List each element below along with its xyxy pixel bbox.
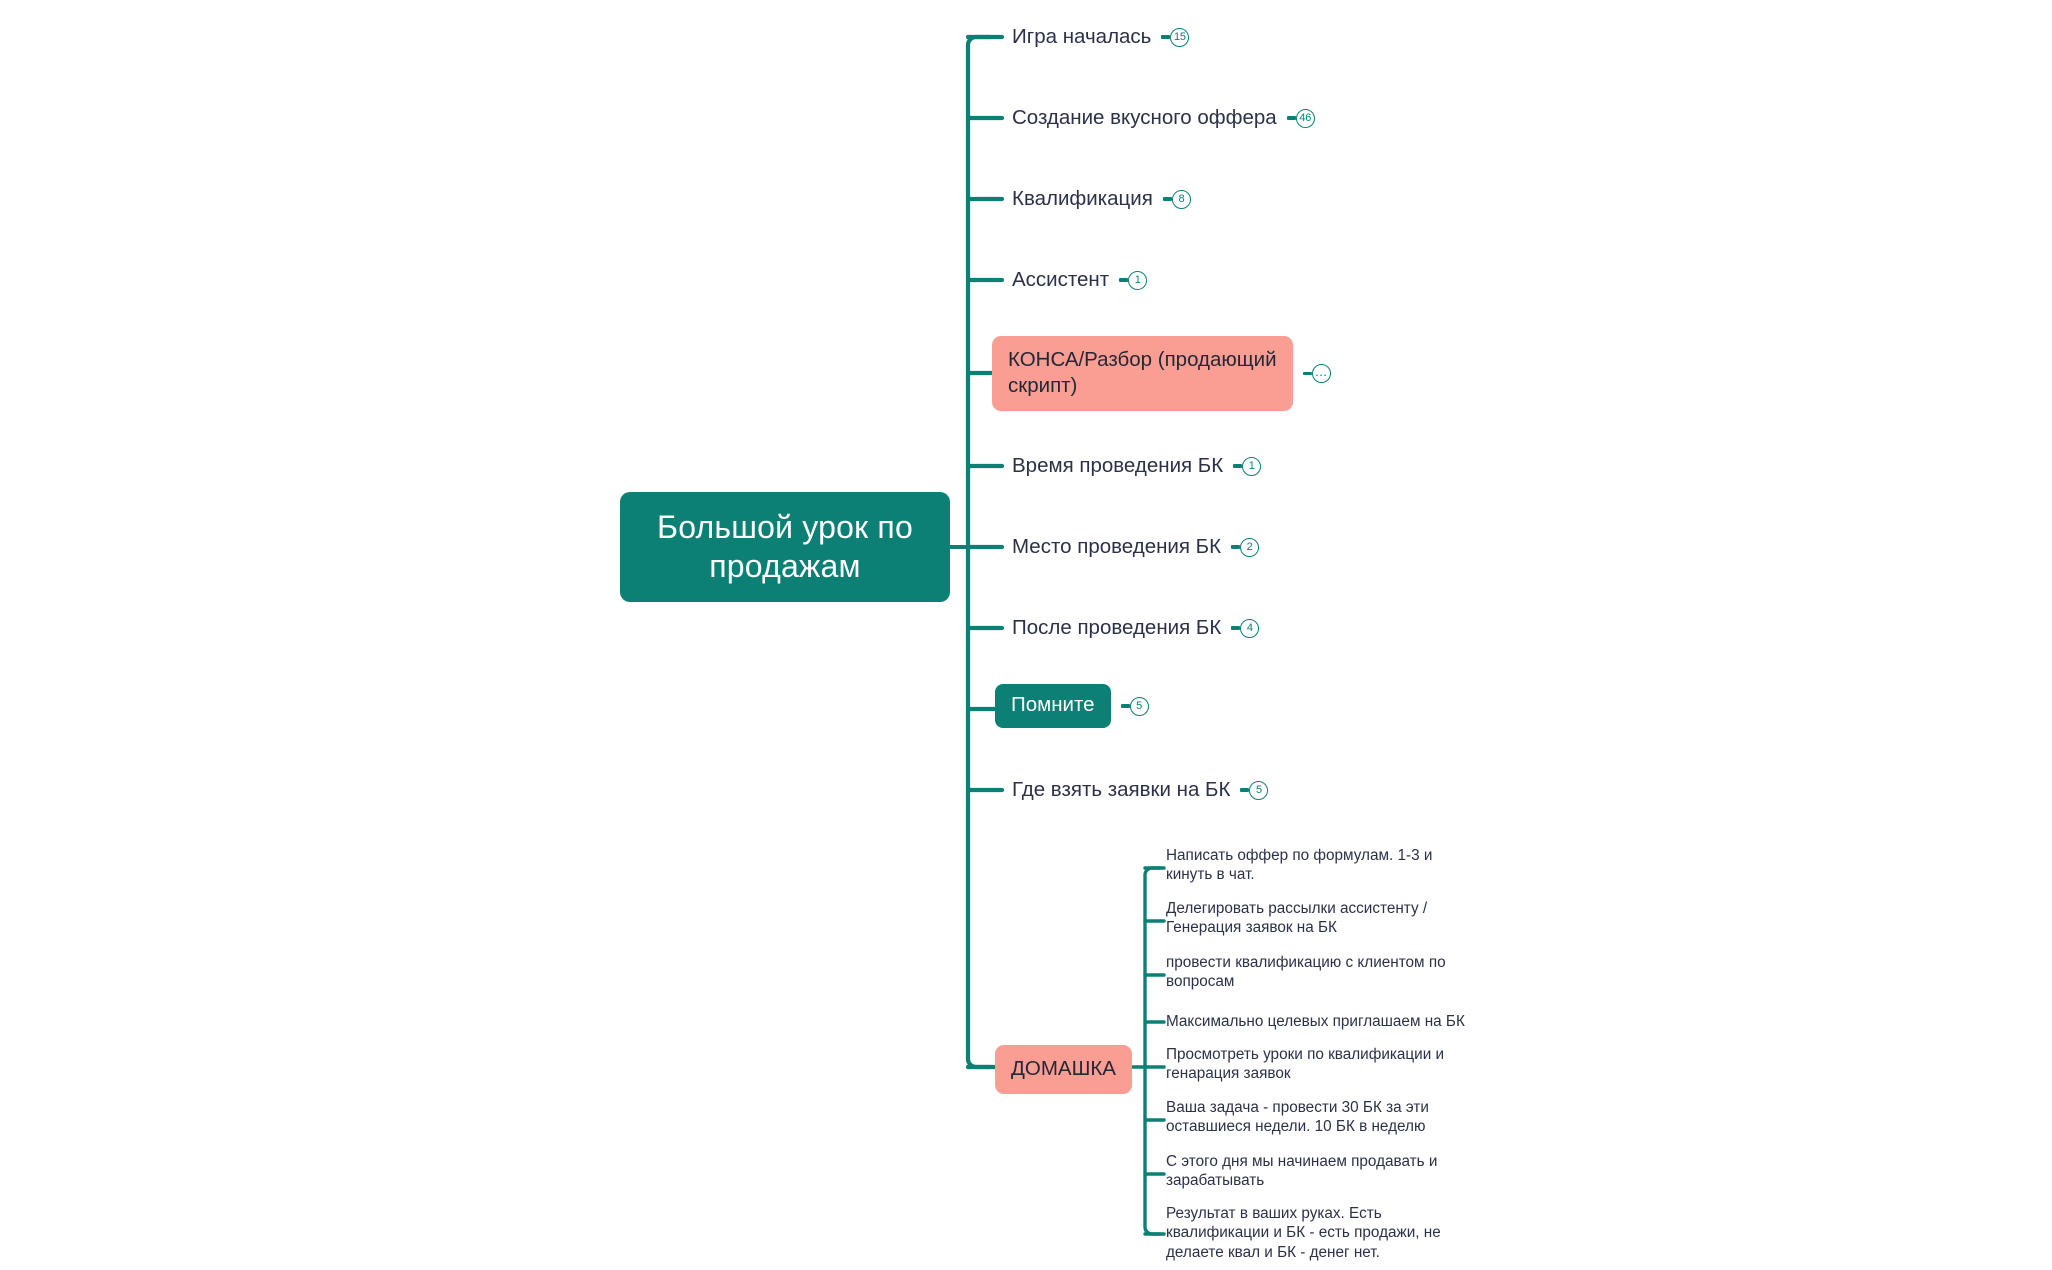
branch-label: Ассистент: [1012, 267, 1110, 291]
branch-node-posle-provedeniya-bk[interactable]: После проведения БК 4: [1012, 611, 1260, 645]
badge-group[interactable]: 8: [1162, 189, 1191, 209]
child-count-badge: 1: [1242, 456, 1262, 476]
homework-item[interactable]: С этого дня мы начинаем продавать и зара…: [1166, 1153, 1438, 1190]
branch-label: Квалификация: [1012, 186, 1153, 210]
branch-node-kvalifikaciya[interactable]: Квалификация 8: [1012, 182, 1191, 216]
branch-label: Помните: [1011, 693, 1095, 717]
branch-node-domashka[interactable]: ДОМАШКА: [995, 1045, 1132, 1095]
homework-item[interactable]: провести квалификацию с клиентом по вопр…: [1166, 954, 1446, 991]
badge-group[interactable]: 5: [1120, 696, 1149, 716]
child-count-badge: 2: [1240, 537, 1260, 557]
child-count-badge: 8: [1171, 189, 1191, 209]
branch-pill[interactable]: ДОМАШКА: [995, 1045, 1132, 1095]
child-count-badge: 15: [1170, 27, 1190, 47]
branch-label: Игра началась: [1012, 24, 1152, 48]
branch-node-konsa-razbor[interactable]: КОНСА/Разбор (продающий скрипт) …: [992, 336, 1331, 412]
branch-node-mesto-provedeniya-bk[interactable]: Место проведения БК 2: [1012, 530, 1260, 564]
child-count-badge: 5: [1129, 696, 1149, 716]
badge-group[interactable]: 1: [1233, 456, 1262, 476]
badge-stub-icon: [1240, 788, 1250, 792]
branch-node-gde-vzyat-zayavki[interactable]: Где взять заявки на БК 5: [1012, 773, 1269, 807]
branch-label: Время проведения БК: [1012, 453, 1224, 477]
badge-stub-icon: [1286, 116, 1296, 120]
branch-node-assistent[interactable]: Ассистент 1: [1012, 263, 1148, 297]
child-count-badge: 46: [1295, 108, 1315, 128]
badge-group[interactable]: 5: [1240, 780, 1269, 800]
badge-group[interactable]: …: [1302, 364, 1331, 384]
badge-stub-icon: [1302, 371, 1312, 376]
branch-pill[interactable]: КОНСА/Разбор (продающий скрипт): [992, 336, 1293, 412]
branch-label: Место проведения БК: [1012, 534, 1222, 558]
homework-item[interactable]: Просмотреть уроки по квалификации и гена…: [1166, 1046, 1445, 1083]
root-node[interactable]: Большой урок по продажам: [620, 492, 950, 602]
badge-group[interactable]: 46: [1286, 108, 1315, 128]
branch-label: КОНСА/Разбор (продающий скрипт): [1008, 348, 1277, 398]
branch-node-vremya-provedeniya-bk[interactable]: Время проведения БК 1: [1012, 449, 1262, 483]
badge-stub-icon: [1161, 35, 1171, 39]
badge-group[interactable]: 4: [1231, 618, 1260, 638]
homework-item[interactable]: Максимально целевых приглашаем на БК: [1166, 1013, 1465, 1030]
homework-item[interactable]: Ваша задача - провести 30 БК за эти оста…: [1166, 1099, 1429, 1136]
child-count-badge: 4: [1240, 618, 1260, 638]
branch-label: После проведения БК: [1012, 615, 1222, 639]
badge-stub-icon: [1119, 278, 1129, 282]
badge-group[interactable]: 2: [1231, 537, 1260, 557]
branch-node-pomnite[interactable]: Помните 5: [995, 684, 1149, 728]
branch-label: ДОМАШКА: [1011, 1057, 1116, 1080]
homework-item[interactable]: Делегировать рассылки ассистенту / Генер…: [1166, 900, 1428, 937]
branch-node-sozdanie-offera[interactable]: Создание вкусного оффера 46: [1012, 101, 1315, 135]
badge-stub-icon: [1231, 545, 1241, 549]
branch-pill[interactable]: Помните: [995, 684, 1111, 728]
badge-stub-icon: [1233, 464, 1243, 468]
badge-stub-icon: [1162, 197, 1172, 201]
branch-node-igra-nachalas[interactable]: Игра началась 15: [1012, 20, 1190, 54]
badge-group[interactable]: 1: [1119, 270, 1148, 290]
badge-stub-icon: [1120, 704, 1130, 708]
child-count-badge: 1: [1128, 270, 1148, 290]
child-count-badge: …: [1311, 364, 1331, 384]
branch-label: Где взять заявки на БК: [1012, 777, 1231, 801]
root-node-label: Большой урок по продажам: [657, 508, 913, 584]
badge-stub-icon: [1231, 626, 1241, 630]
homework-item[interactable]: Результат в ваших руках. Есть квалификац…: [1166, 1205, 1441, 1261]
homework-item[interactable]: Написать оффер по формулам. 1-3 и кинуть…: [1166, 847, 1433, 884]
branch-label: Создание вкусного оффера: [1012, 105, 1277, 129]
badge-group[interactable]: 15: [1161, 27, 1190, 47]
child-count-badge: 5: [1249, 780, 1269, 800]
